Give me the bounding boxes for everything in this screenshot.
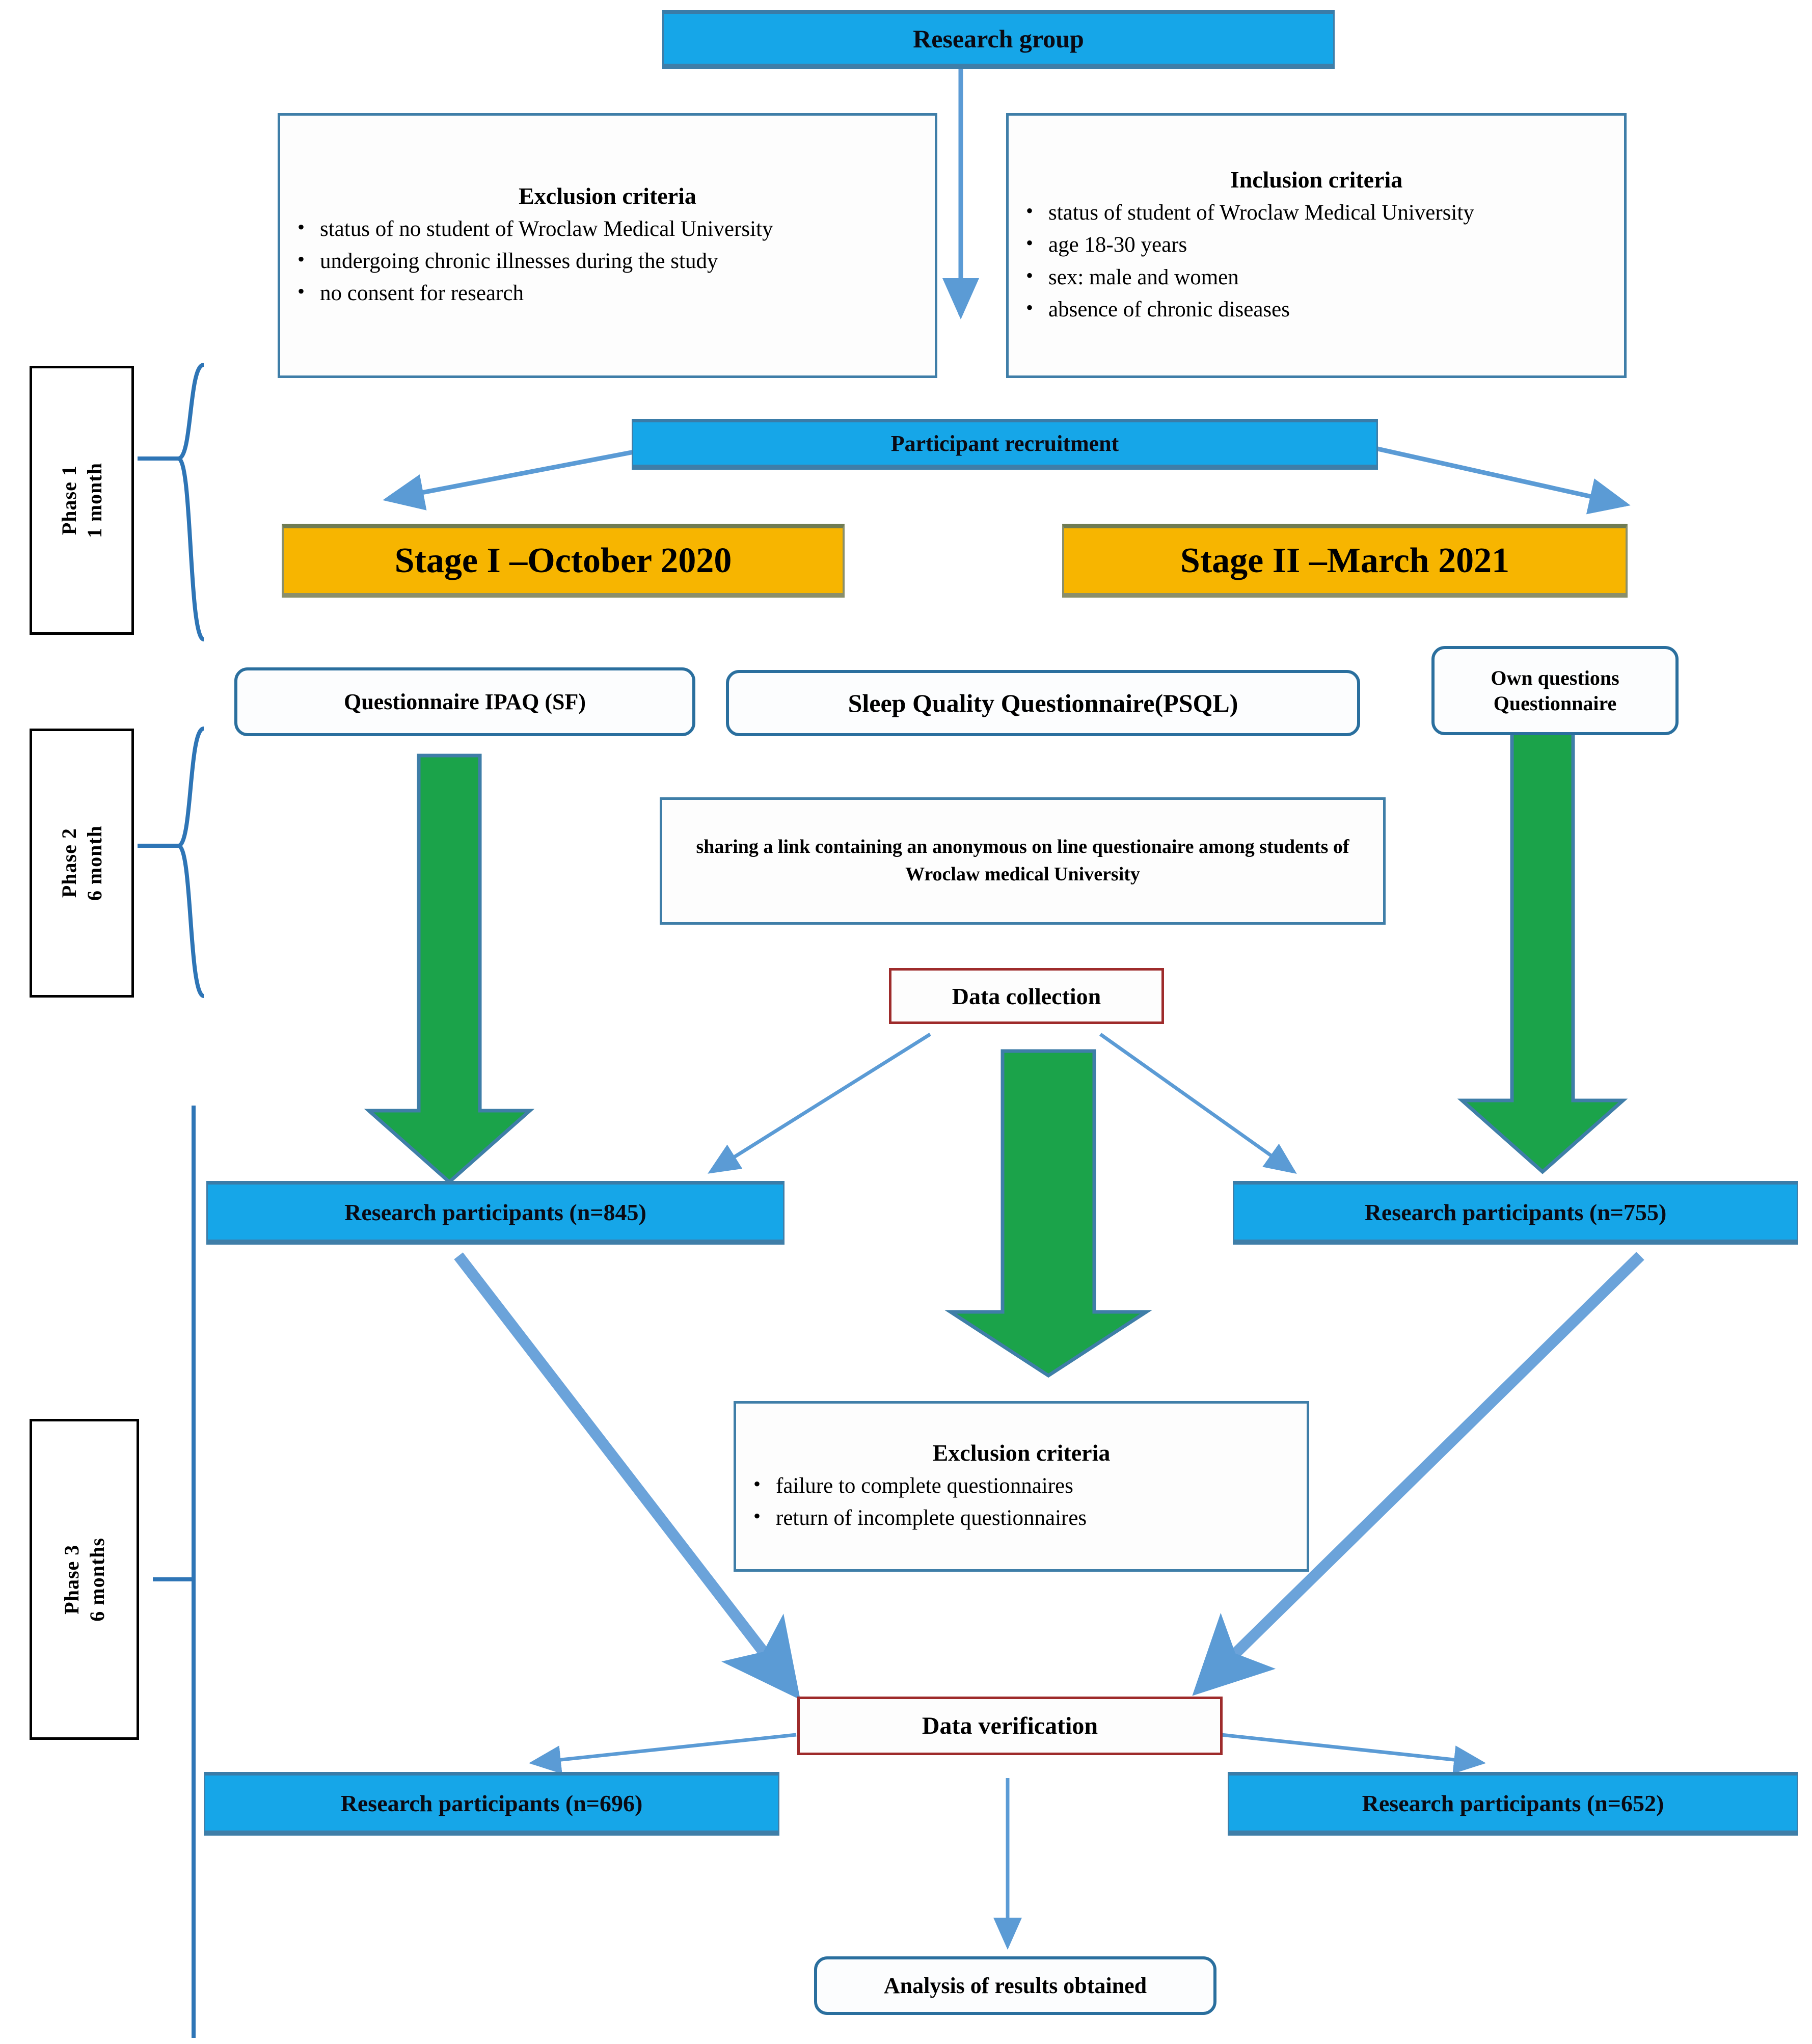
node-participants-696[interactable]: Research participants (n=696) <box>204 1772 779 1836</box>
node-stage-1[interactable]: Stage I –October 2020 <box>282 524 845 598</box>
green-arrow-center <box>944 1049 1152 1378</box>
exclusion-criteria-1-list: status of no student of Wroclaw Medical … <box>280 213 935 311</box>
node-stage-1-label: Stage I –October 2020 <box>394 541 732 580</box>
node-stage-2-label: Stage II –March 2021 <box>1180 541 1510 580</box>
green-arrow-left <box>364 754 535 1185</box>
node-participant-recruitment-label: Participant recruitment <box>890 431 1119 456</box>
connector-recruitment-to-stage2 <box>1375 446 1631 515</box>
phase-label-1: Phase 1 1 month <box>57 462 106 539</box>
box-exclusion-criteria-1: Exclusion criteria status of no student … <box>278 113 937 378</box>
box-sharing-link: sharing a link containing an anonymous o… <box>660 797 1386 925</box>
list-item: age 18-30 years <box>1022 229 1617 259</box>
list-item: sex: male and women <box>1022 261 1617 292</box>
inclusion-criteria-list: status of student of Wroclaw Medical Uni… <box>1009 197 1624 327</box>
node-questionnaire-own-label: Own questions Questionnaire <box>1491 666 1619 715</box>
connector-collection-to-845 <box>708 1033 931 1174</box>
node-analysis-label: Analysis of results obtained <box>883 1973 1147 1998</box>
node-analysis[interactable]: Analysis of results obtained <box>814 1956 1216 2015</box>
list-item: return of incomplete questionnaires <box>749 1502 1300 1532</box>
node-questionnaire-psql[interactable]: Sleep Quality Questionnaire(PSQL) <box>726 670 1360 736</box>
phase-brace-2 <box>138 727 205 998</box>
node-questionnaire-ipaq[interactable]: Questionnaire IPAQ (SF) <box>234 667 695 736</box>
phase-label-2: Phase 2 6 month <box>57 825 106 901</box>
list-item: status of no student of Wroclaw Medical … <box>293 213 928 244</box>
node-stage-2[interactable]: Stage II –March 2021 <box>1062 524 1628 598</box>
node-research-group[interactable]: Research group <box>662 10 1335 69</box>
node-participants-652-label: Research participants (n=652) <box>1362 1790 1664 1816</box>
phase-box-1: Phase 1 1 month <box>30 366 134 635</box>
list-item: absence of chronic diseases <box>1022 294 1617 324</box>
node-data-verification[interactable]: Data verification <box>797 1697 1223 1755</box>
box-inclusion-criteria: Inclusion criteria status of student of … <box>1006 113 1627 378</box>
node-data-verification-label: Data verification <box>922 1712 1098 1739</box>
phase-box-3: Phase 3 6 months <box>30 1419 139 1740</box>
node-participants-755-label: Research participants (n=755) <box>1364 1199 1667 1225</box>
node-participants-845[interactable]: Research participants (n=845) <box>206 1181 785 1245</box>
exclusion-criteria-2-title: Exclusion criteria <box>932 1439 1111 1466</box>
connector-verification-to-696 <box>529 1733 797 1774</box>
node-participant-recruitment[interactable]: Participant recruitment <box>632 419 1378 470</box>
connector-845-to-verification <box>454 1252 801 1700</box>
box-exclusion-criteria-2: Exclusion criteria failure to complete q… <box>734 1401 1309 1572</box>
connector-verification-to-652 <box>1221 1733 1486 1774</box>
list-item: undergoing chronic illnesses during the … <box>293 246 928 276</box>
list-item: failure to complete questionnaires <box>749 1470 1300 1500</box>
node-participants-652[interactable]: Research participants (n=652) <box>1228 1772 1798 1836</box>
box-sharing-link-text: sharing a link containing an anonymous o… <box>696 836 1349 885</box>
connector-recruitment-to-stage1 <box>383 448 640 510</box>
node-participants-755[interactable]: Research participants (n=755) <box>1233 1181 1798 1245</box>
phase-label-3: Phase 3 6 months <box>60 1537 109 1622</box>
phase-box-2: Phase 2 6 month <box>30 729 134 998</box>
node-research-group-label: Research group <box>913 24 1084 53</box>
node-questionnaire-ipaq-label: Questionnaire IPAQ (SF) <box>343 689 586 714</box>
exclusion-criteria-1-title: Exclusion criteria <box>519 182 696 209</box>
inclusion-criteria-title: Inclusion criteria <box>1230 167 1403 193</box>
green-arrow-right <box>1457 696 1628 1174</box>
list-item: status of student of Wroclaw Medical Uni… <box>1022 197 1617 227</box>
node-data-collection[interactable]: Data collection <box>889 968 1164 1024</box>
node-questionnaire-own[interactable]: Own questions Questionnaire <box>1431 646 1679 735</box>
node-data-collection-label: Data collection <box>952 983 1101 1009</box>
connector-collection-to-755 <box>1099 1033 1297 1174</box>
exclusion-criteria-2-list: failure to complete questionnaires retur… <box>736 1470 1307 1536</box>
node-questionnaire-psql-label: Sleep Quality Questionnaire(PSQL) <box>848 689 1238 717</box>
phase-brace-1 <box>138 363 205 641</box>
node-participants-696-label: Research participants (n=696) <box>340 1790 643 1816</box>
node-participants-845-label: Research participants (n=845) <box>344 1199 646 1225</box>
list-item: no consent for research <box>293 278 928 308</box>
phase-brace-3 <box>153 1106 196 2038</box>
